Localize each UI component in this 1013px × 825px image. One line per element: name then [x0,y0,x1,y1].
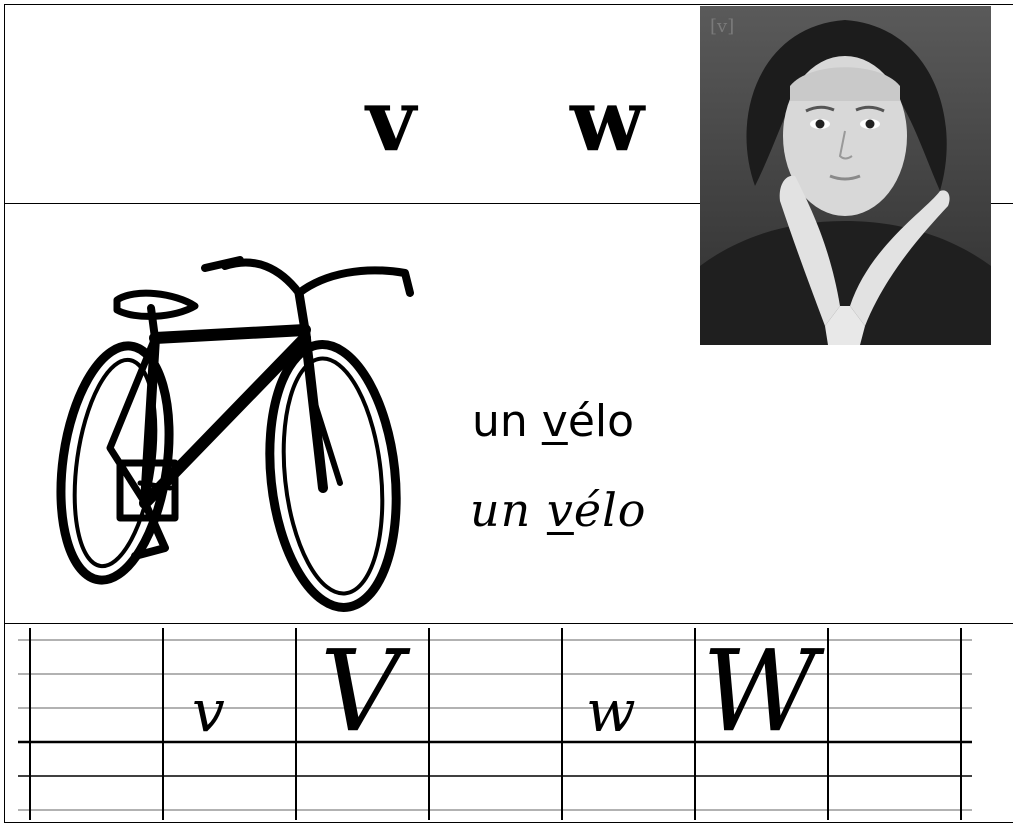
cursive-capital-w: W [702,627,818,757]
cursive-small-v: v [192,677,225,745]
word-cursive-suffix: élo [573,483,647,537]
header-letter-w: w [570,70,645,171]
child-mouth-gesture-photo-icon [700,6,991,345]
word-cursive: un vélo [470,487,647,533]
word-printed-prefix: un [472,396,542,447]
word-printed: un vélo [472,400,634,444]
bicycle-icon [56,256,414,612]
word-printed-suffix: élo [567,396,635,447]
cursive-capital-v: V [320,627,401,757]
page-border [4,4,1013,823]
header-letter-v: v [366,70,416,171]
word-printed-highlight: v [541,396,568,447]
word-cursive-prefix: un [470,483,547,537]
writing-lines-grid [18,628,972,820]
phoneme-tag: [v] [710,16,735,37]
divider-top [4,203,1013,204]
cursive-small-w: w [586,677,636,745]
divider-bottom [4,623,1013,624]
child-photo: [v] [700,6,991,345]
word-cursive-highlight: v [546,483,574,537]
